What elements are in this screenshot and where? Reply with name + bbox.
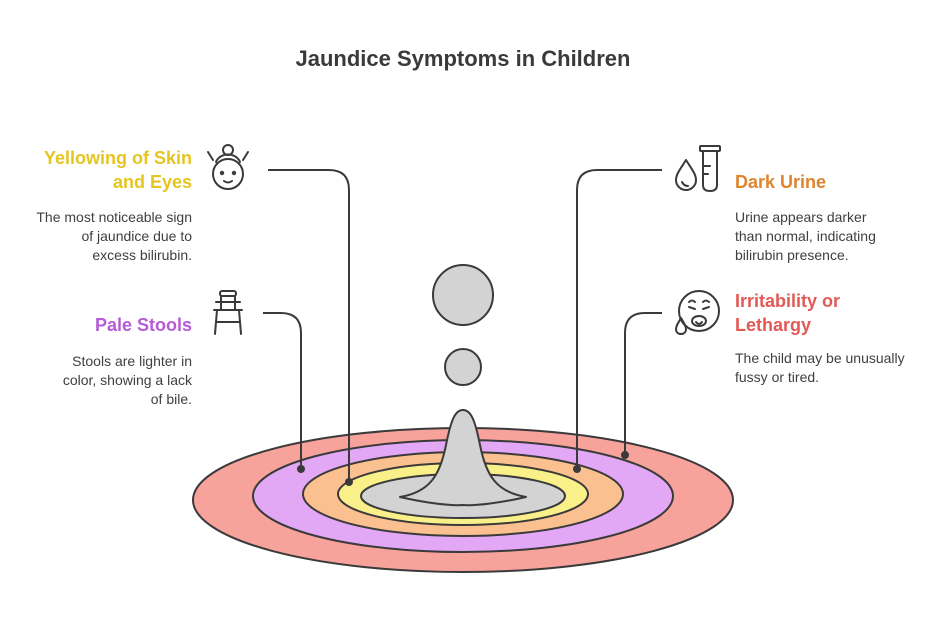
- label-irritability: Irritability or Lethargy: [735, 291, 841, 335]
- desc-dark-urine: Urine appears darker than normal, indica…: [735, 209, 876, 263]
- droplet-small: [444, 348, 482, 386]
- diagram-title: Jaundice Symptoms in Children: [295, 46, 631, 71]
- child-face-icon: [207, 144, 249, 190]
- desc-pale-stools: Stools are lighter in color, showing a l…: [62, 353, 192, 407]
- label-yellowing: Yellowing of Skin and Eyes: [43, 148, 192, 192]
- splash-peak: [399, 409, 527, 507]
- connector-irritability: [624, 312, 662, 455]
- droplet-large: [432, 264, 494, 326]
- label-pale-stools: Pale Stools: [94, 315, 192, 335]
- connector-dot-irritability: [621, 451, 629, 459]
- desc-irritability: The child may be unusually fussy or tire…: [735, 350, 905, 385]
- drop-test-tube-icon: [675, 145, 721, 192]
- connector-dark-urine: [576, 169, 662, 469]
- connector-dot-pale-stools: [297, 465, 305, 473]
- label-dark-urine: Dark Urine: [735, 172, 827, 192]
- sick-face-icon: [675, 290, 720, 335]
- connector-dot-dark-urine: [573, 465, 581, 473]
- desc-yellowing: The most noticeable sign of jaundice due…: [36, 209, 192, 263]
- connector-yellowing: [268, 169, 350, 482]
- connector-dot-yellowing: [345, 478, 353, 486]
- connector-pale-stools: [263, 312, 302, 469]
- high-chair-icon: [213, 290, 243, 335]
